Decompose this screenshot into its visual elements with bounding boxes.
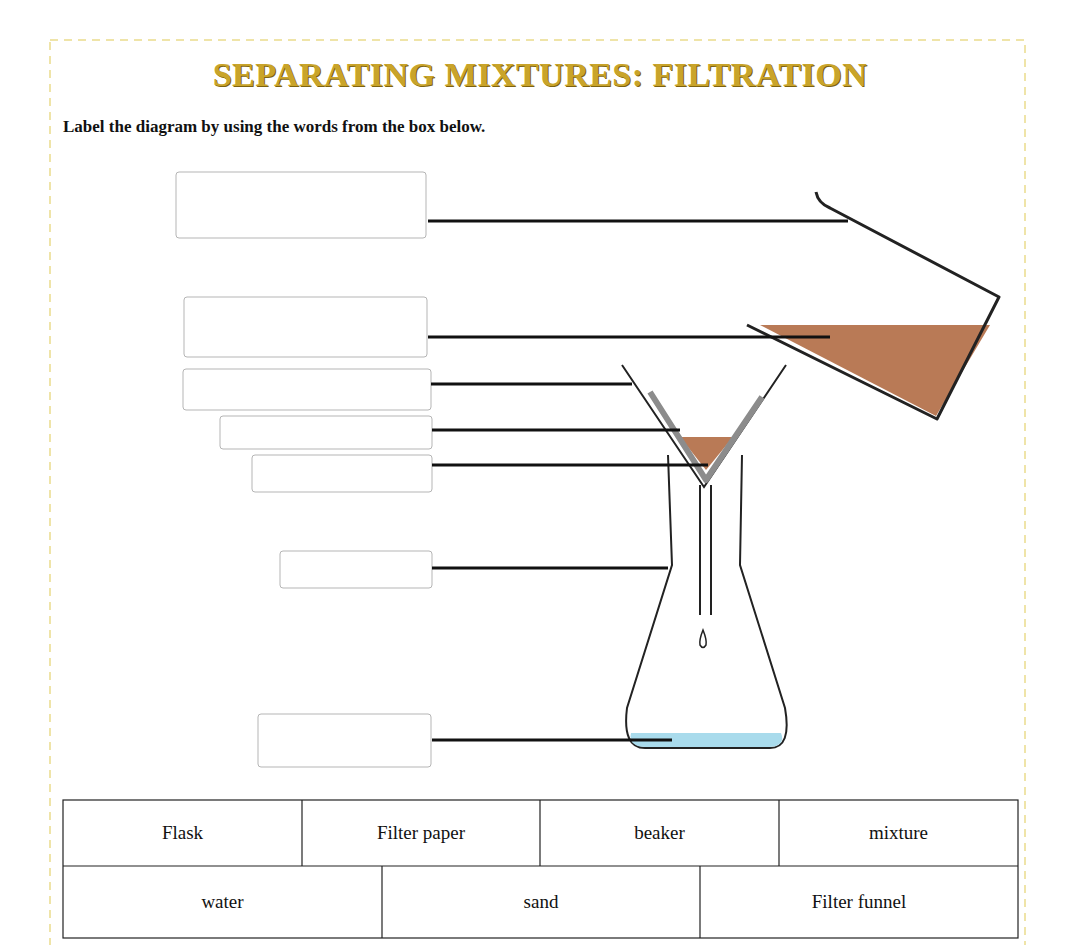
- table-border: [63, 800, 1018, 938]
- funnel-stem: [700, 485, 711, 615]
- table-rule: [699, 866, 700, 938]
- funnel-outline: [622, 365, 786, 487]
- word-bank-cell: Flask: [63, 800, 302, 866]
- word-bank-cell: mixture: [779, 800, 1018, 866]
- leader-line: [432, 567, 668, 570]
- answer-box: [184, 297, 427, 357]
- word-table: [63, 800, 1018, 938]
- leader-lines: [428, 221, 848, 740]
- answer-box: [280, 551, 432, 588]
- table-rule: [778, 800, 779, 866]
- leader-line: [428, 220, 848, 223]
- table-rule: [301, 800, 302, 866]
- flask-outline: [626, 455, 787, 748]
- water-drop: [700, 630, 706, 648]
- table-rule: [381, 866, 382, 938]
- answer-box: [220, 416, 432, 449]
- instruction-text: Label the diagram by using the words fro…: [63, 117, 485, 137]
- mixture-liquid: [760, 325, 990, 416]
- word-bank-cell: Filter paper: [302, 800, 540, 866]
- leader-line: [432, 429, 680, 432]
- page-border: [50, 40, 1025, 945]
- leader-line: [428, 336, 830, 339]
- filter-paper: [650, 392, 762, 480]
- beaker-outline: [747, 192, 999, 419]
- worksheet-title: SEPARATING MIXTURES: FILTRATION: [213, 56, 868, 94]
- word-bank-cell: water: [63, 866, 382, 938]
- leader-line: [432, 739, 672, 742]
- answer-box: [183, 369, 431, 410]
- word-bank-cell: beaker: [540, 800, 779, 866]
- leader-line: [432, 464, 708, 467]
- table-rule: [539, 800, 540, 866]
- word-bank-cell: sand: [382, 866, 700, 938]
- word-bank-cell: Filter funnel: [700, 866, 1018, 938]
- answer-box: [258, 714, 431, 767]
- answer-box: [252, 455, 432, 492]
- leader-line: [431, 383, 632, 386]
- answer-boxes: [176, 172, 432, 767]
- answer-box: [176, 172, 426, 238]
